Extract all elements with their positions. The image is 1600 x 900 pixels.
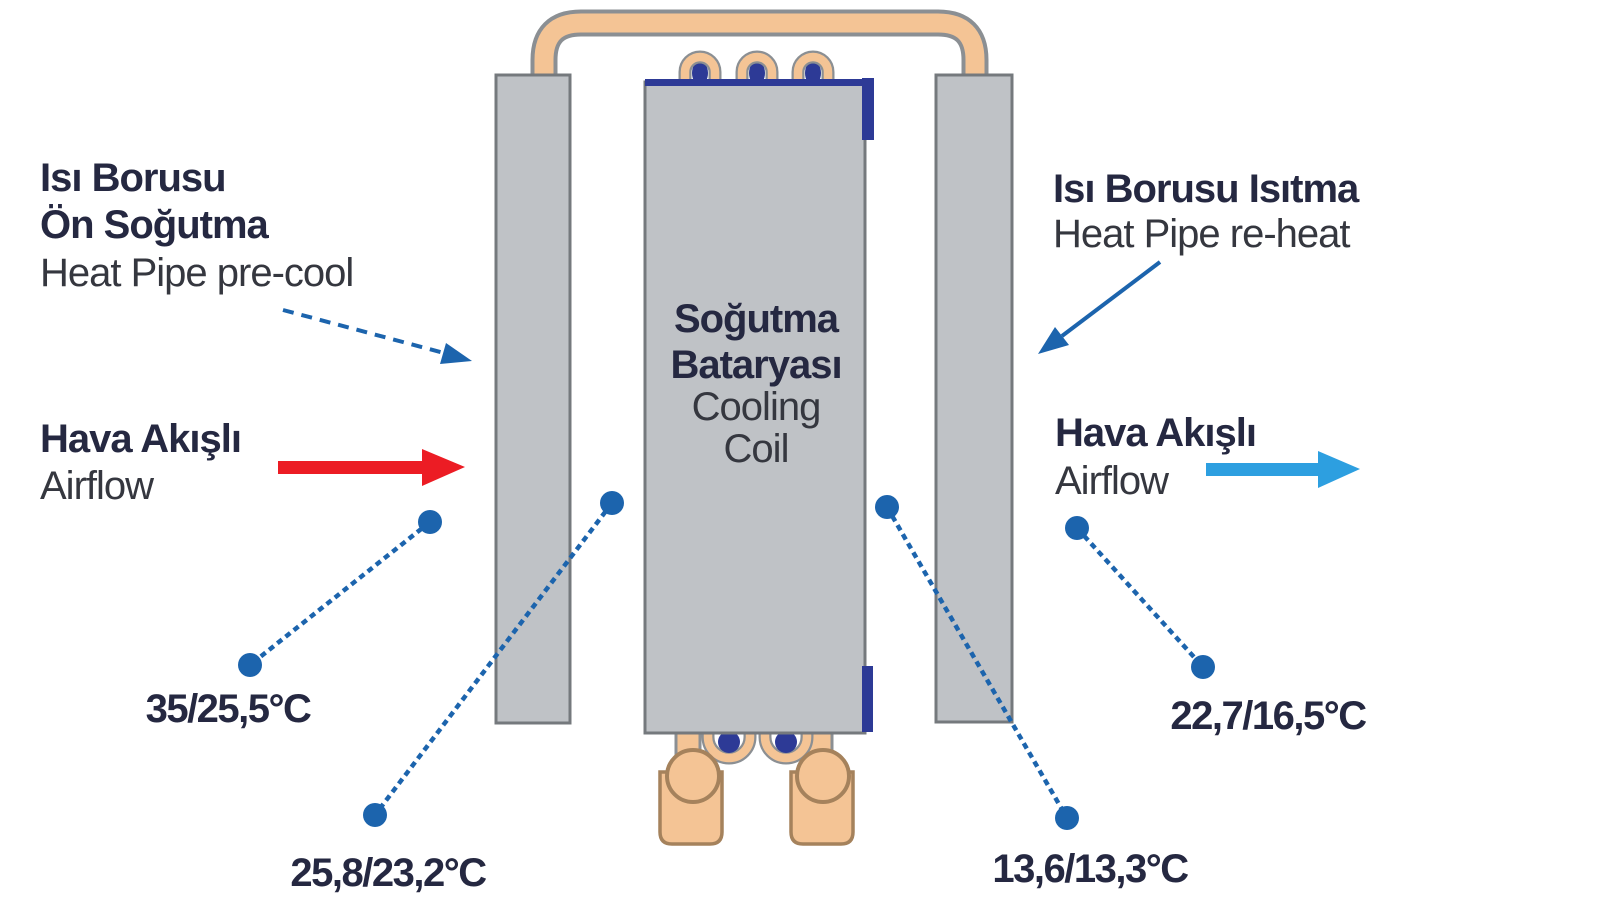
coil-right-edge-bottom [862, 666, 873, 732]
temp-outlet: 22,7/16,5°C [1170, 694, 1366, 738]
coil-loop-fills [680, 52, 833, 90]
coil-tube-end [718, 731, 740, 753]
heat-pipe-reheat-slab [934, 73, 1014, 724]
temp-dot [238, 653, 262, 677]
arrow-shaft [278, 461, 422, 474]
coil-label-line4: Coil [724, 427, 789, 471]
coil-label-line3: Cooling [692, 385, 821, 429]
airflow-in-label-line2: Airflow [40, 464, 154, 508]
temp-dot [1191, 655, 1215, 679]
coil-bottom-loop-fills [703, 726, 812, 763]
stub-cap-right [795, 748, 851, 804]
reheat-label-line2: Heat Pipe re-heat [1053, 212, 1350, 256]
coil-label-line1: Soğutma [674, 297, 840, 341]
reheat-arrow-line [1060, 260, 1162, 338]
airflow-in-arrow [278, 449, 465, 486]
airflow-out-arrow [1206, 451, 1360, 488]
temp-line-inlet [248, 520, 432, 667]
temp-dot [1065, 516, 1089, 540]
label-arrows [282, 260, 1162, 364]
stub-cap-left [665, 748, 721, 804]
temp-dot [418, 510, 442, 534]
precool-label-line1: Isı Borusu [40, 156, 226, 200]
coil-accents [645, 78, 874, 732]
heat-pipe-precool-slab [494, 73, 572, 725]
precool-label-line3: Heat Pipe pre-cool [40, 251, 353, 295]
temp-line-coil [885, 505, 1069, 820]
airflow-out-label-line2: Airflow [1055, 459, 1169, 503]
temp-inlet: 35/25,5°C [146, 687, 311, 731]
precool-arrow-head [440, 343, 472, 364]
coil-loop-copper [793, 52, 833, 90]
temp-precool: 25,8/23,2°C [290, 851, 486, 895]
reheat-label-line1: Isı Borusu Isıtma [1053, 167, 1360, 211]
precool-arrow-line [282, 308, 445, 355]
temp-dot [875, 495, 899, 519]
coil-loop-copper [760, 726, 812, 763]
metal-slabs [494, 73, 1014, 735]
airflow-in-label-line1: Hava Akışlı [40, 417, 241, 461]
coil-stubs [658, 748, 855, 846]
reheat-arrow-head [1038, 327, 1069, 354]
bold-labels: Isı Borusu Ön Soğutma Hava Akışlı Isı Bo… [40, 156, 1368, 895]
coil-loop-copper [703, 726, 755, 763]
arrow-head [422, 449, 465, 486]
coil-top-edge [645, 79, 867, 86]
coil-loop-copper [680, 52, 720, 90]
temp-line-precool [373, 501, 614, 817]
copper-pipe [534, 13, 985, 92]
coil-loop-copper [737, 52, 777, 90]
temp-coil: 13,6/13,3°C [992, 847, 1188, 891]
coil-right-edge-top [862, 78, 874, 140]
arrow-shaft [1206, 463, 1318, 476]
precool-label-line2: Ön Soğutma [40, 202, 270, 247]
temp-connectors [238, 491, 1215, 830]
heat-pipe-loop-top [530, 9, 989, 92]
coil-label-line2: Bataryası [670, 343, 841, 387]
coil-tube-end [775, 731, 797, 753]
temp-dot [363, 803, 387, 827]
temp-dot [1055, 806, 1079, 830]
arrow-head [1318, 451, 1360, 488]
cooling-coil-body [643, 80, 867, 735]
coil-bottom-tube-ends [718, 731, 797, 753]
temp-line-outlet [1075, 526, 1205, 669]
temp-dot [600, 491, 624, 515]
subtitle-labels: Heat Pipe pre-cool Airflow Heat Pipe re-… [40, 212, 1351, 508]
airflow-out-label-line1: Hava Akışlı [1055, 411, 1256, 455]
